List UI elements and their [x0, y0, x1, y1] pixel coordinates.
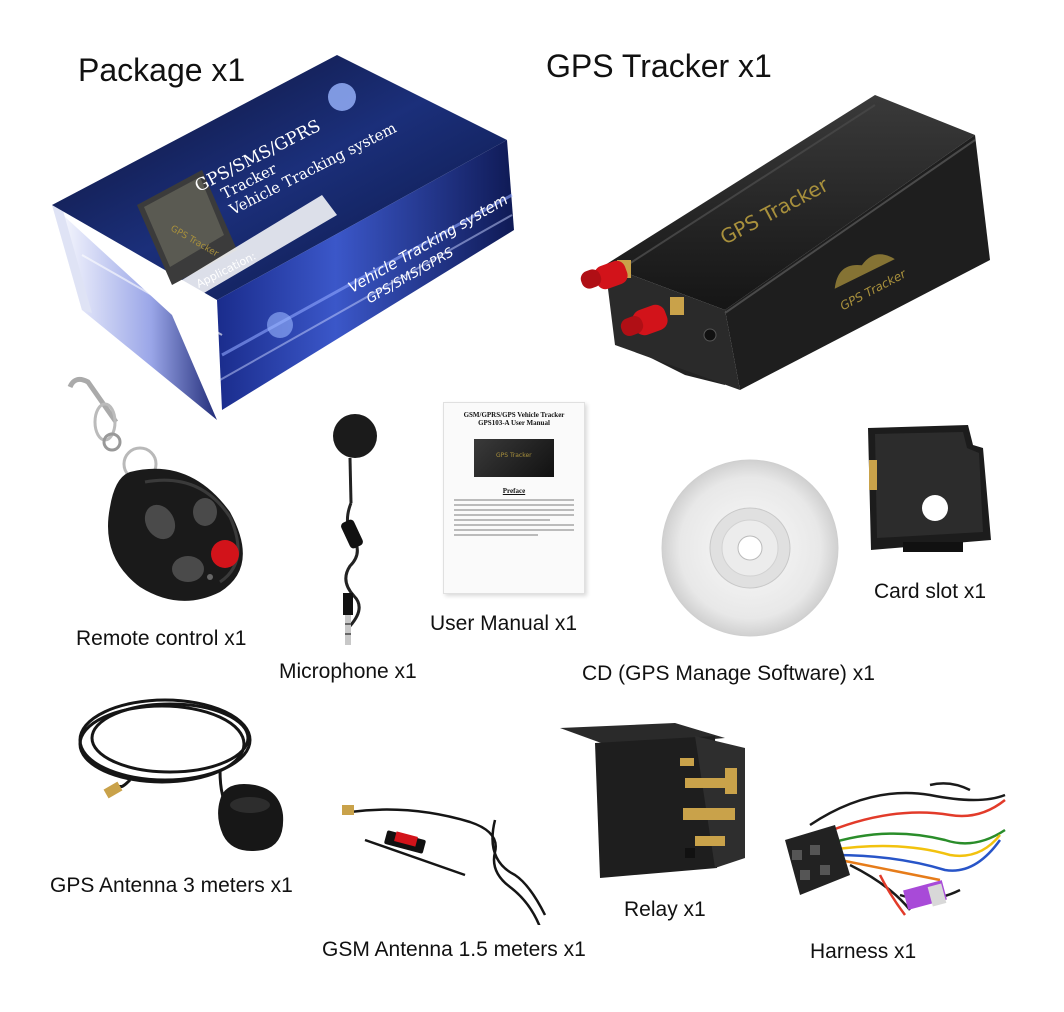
remote-caption: Remote control x1 — [76, 627, 247, 650]
gps-antenna-image — [70, 690, 290, 855]
card-slot-caption: Card slot x1 — [874, 580, 987, 603]
manual-caption: User Manual x1 — [430, 612, 578, 635]
package-box-image: GPS Tracker GPS/SMS/GPRS Tracker Vehicle… — [52, 55, 522, 420]
cd-caption: CD (GPS Manage Software) x1 — [582, 662, 875, 685]
remote-control-image — [60, 372, 260, 612]
harness-image — [780, 765, 1010, 930]
antenna-connector-right — [620, 297, 684, 336]
gsm-antenna-image — [325, 800, 570, 925]
card-slot-image — [863, 420, 998, 555]
package-caption: Package x1 — [78, 52, 246, 88]
user-manual-image: GSM/GPRS/GPS Vehicle Tracker GPS103-A Us… — [443, 402, 585, 594]
relay-image — [555, 718, 765, 893]
manual-device-label: GPS Tracker — [496, 452, 532, 459]
microphone-caption: Microphone x1 — [279, 660, 417, 683]
gps-tracker-image: GPS Tracker GPS Tracker — [575, 85, 1005, 400]
manual-title-line1: GSM/GPRS/GPS Vehicle Tracker — [463, 411, 565, 419]
antenna-connector-left — [580, 260, 631, 290]
gsm-antenna-caption: GSM Antenna 1.5 meters x1 — [322, 938, 586, 961]
manual-body-lines — [454, 499, 574, 536]
microphone-image — [325, 408, 395, 650]
cd-image — [660, 458, 840, 638]
relay-caption: Relay x1 — [624, 898, 706, 921]
harness-caption: Harness x1 — [810, 940, 917, 963]
manual-title-line2: GPS103-A User Manual — [478, 419, 550, 427]
manual-device-photo: GPS Tracker — [474, 439, 554, 477]
gps-antenna-caption: GPS Antenna 3 meters x1 — [50, 874, 293, 897]
tracker-caption: GPS Tracker x1 — [546, 48, 772, 84]
manual-section-title: Preface — [502, 487, 526, 495]
